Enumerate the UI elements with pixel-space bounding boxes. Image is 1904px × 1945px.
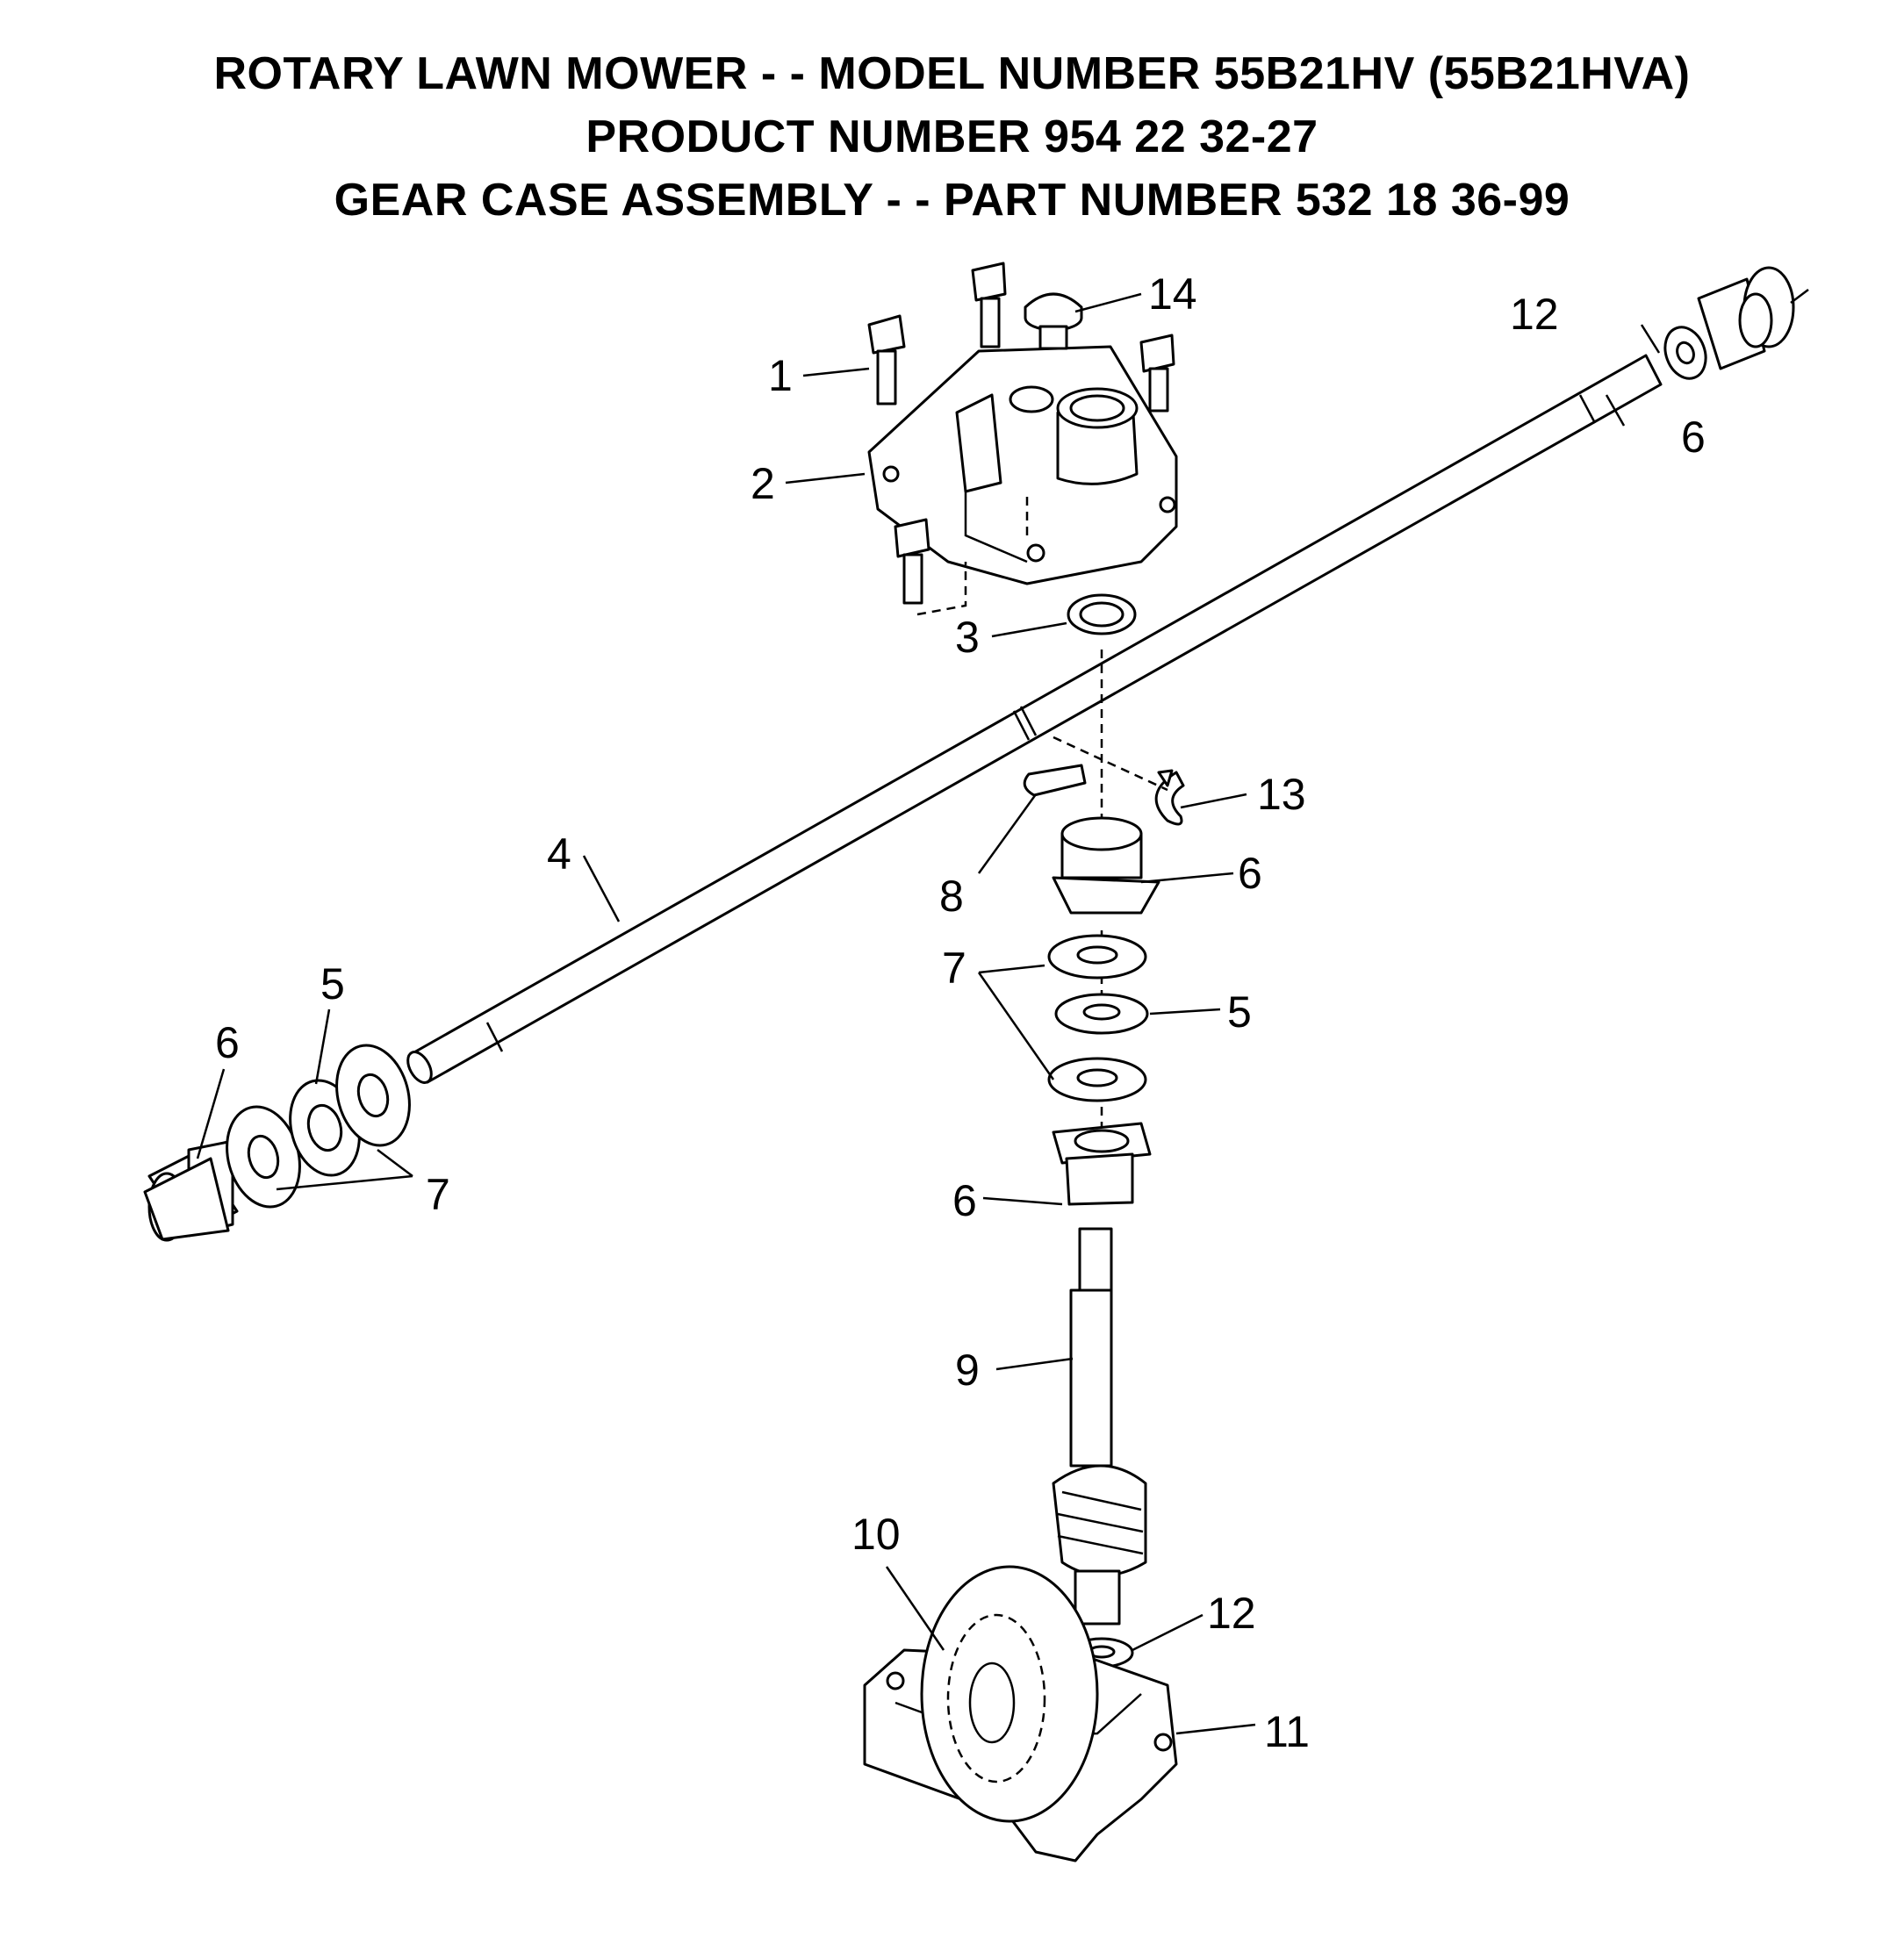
woodruff-key bbox=[1023, 764, 1087, 797]
callout-6a: 6 bbox=[215, 1018, 240, 1067]
leader-lines bbox=[196, 292, 1661, 1735]
washer-stack bbox=[1047, 934, 1149, 1102]
right-end-stack bbox=[1663, 266, 1809, 380]
callout-8: 8 bbox=[939, 872, 964, 921]
seal bbox=[1067, 593, 1137, 635]
callout-12b: 12 bbox=[1207, 1589, 1256, 1638]
bushing-left bbox=[143, 1139, 239, 1242]
callout-7b: 7 bbox=[426, 1170, 450, 1219]
bushing-lower bbox=[1052, 1122, 1152, 1206]
ring-gear bbox=[920, 1565, 1099, 1823]
callout-1: 1 bbox=[768, 351, 793, 400]
title-block: ROTARY LAWN MOWER - - MODEL NUMBER 55B21… bbox=[0, 42, 1904, 232]
callout-2: 2 bbox=[751, 459, 775, 508]
axle-shaft bbox=[406, 354, 1663, 1084]
worm-shaft bbox=[1052, 1227, 1147, 1626]
callout-3: 3 bbox=[955, 613, 980, 662]
plug bbox=[1024, 292, 1083, 350]
e-clip bbox=[1154, 769, 1185, 826]
upper-gear-case bbox=[867, 345, 1178, 585]
left-end-stack bbox=[143, 1044, 411, 1242]
callout-11: 11 bbox=[1264, 1707, 1310, 1756]
callout-6b: 6 bbox=[1238, 849, 1262, 898]
callout-7a: 7 bbox=[942, 944, 966, 993]
callout-9: 9 bbox=[955, 1346, 980, 1395]
title-line-1: ROTARY LAWN MOWER - - MODEL NUMBER 55B21… bbox=[213, 48, 1691, 99]
bolts bbox=[867, 262, 1175, 605]
callout-4: 4 bbox=[547, 829, 571, 879]
callout-10: 10 bbox=[851, 1510, 901, 1559]
callout-14: 14 bbox=[1148, 269, 1197, 319]
callout-12a: 12 bbox=[1510, 290, 1559, 339]
title-line-3: GEAR CASE ASSEMBLY - - PART NUMBER 532 1… bbox=[334, 175, 1570, 226]
callout-6d: 6 bbox=[1681, 413, 1706, 462]
bushing-upper bbox=[1052, 816, 1160, 915]
callout-13: 13 bbox=[1257, 770, 1306, 819]
callout-6c: 6 bbox=[952, 1176, 977, 1225]
callout-5b: 5 bbox=[1227, 987, 1252, 1037]
callout-labels: 1 2 3 4 5 5 6 6 6 6 7 7 8 9 10 11 12 12 … bbox=[215, 269, 1706, 1756]
callout-5a: 5 bbox=[320, 959, 345, 1008]
title-line-2: PRODUCT NUMBER 954 22 32-27 bbox=[586, 111, 1318, 162]
